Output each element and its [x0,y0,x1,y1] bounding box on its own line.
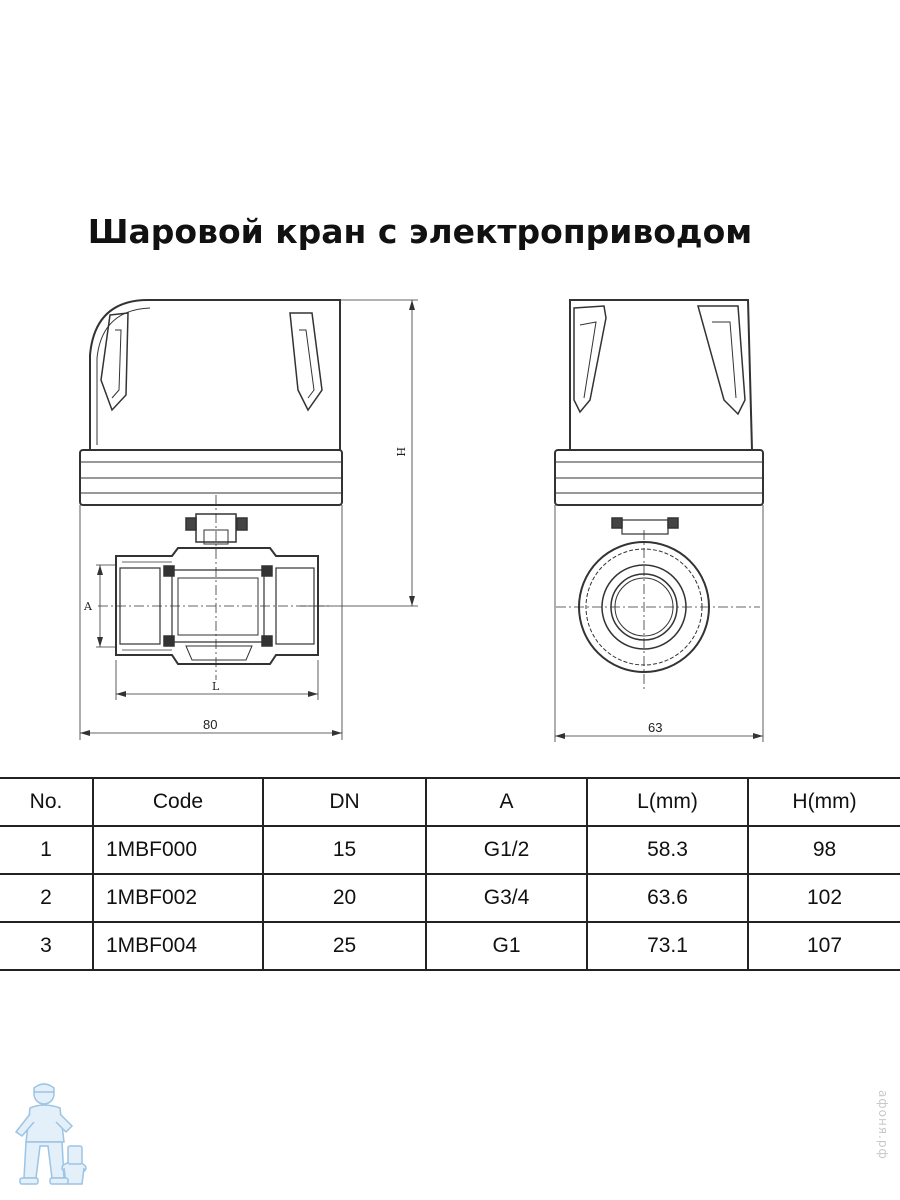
front-view-actuator-base [79,449,343,506]
cell-h: 102 [747,873,900,923]
cell-a: G3/4 [425,873,588,923]
cell-dn: 25 [262,921,427,971]
cell-a: G1/2 [425,825,588,875]
side-view-actuator-cover [569,299,754,451]
cell-no: 1 [0,825,94,875]
cell-h: 98 [747,825,900,875]
dimension-label-front-width: 80 [203,717,217,732]
watermark-site-text: афоня.рф [876,1090,890,1160]
dimension-lines-front [79,299,418,740]
front-view-center-line [98,495,332,680]
cell-dn: 15 [262,825,427,875]
side-view-actuator-base [554,449,764,506]
cell-l: 73.1 [586,921,749,971]
cell-a: G1 [425,921,588,971]
cell-code: 1MBF000 [92,825,264,875]
cell-h: 107 [747,921,900,971]
column-header-h: H(mm) [747,777,900,827]
cell-dn: 20 [262,873,427,923]
table-header-row: No. Code DN A L(mm) H(mm) [0,777,900,827]
column-header-a: A [425,777,588,827]
front-view-valve-body [115,547,319,665]
dimension-label-h: H [394,447,407,457]
cell-no: 3 [0,921,94,971]
dimension-label-l: L [212,680,220,693]
spec-table: No. Code DN A L(mm) H(mm) 1 1MBF000 15 G… [0,777,900,971]
table-row: 2 1MBF002 20 G3/4 63.6 102 [0,873,900,923]
table-row: 3 1MBF004 25 G1 73.1 107 [0,921,900,971]
dimension-arrows [80,300,763,739]
column-header-no: No. [0,777,94,827]
front-view-actuator-cover [89,299,341,451]
cell-no: 2 [0,873,94,923]
side-view-center-line [556,530,760,690]
cell-code: 1MBF002 [92,873,264,923]
column-header-dn: DN [262,777,427,827]
page-title: Шаровой кран с электроприводом [87,212,753,251]
column-header-l: L(mm) [586,777,749,827]
side-view-stem [611,517,679,535]
cell-code: 1MBF004 [92,921,264,971]
cell-l: 58.3 [586,825,749,875]
column-header-code: Code [92,777,264,827]
plumber-mascot-icon [14,1083,87,1185]
cell-l: 63.6 [586,873,749,923]
table-row: 1 1MBF000 15 G1/2 58.3 98 [0,825,900,875]
dimension-label-side-width: 63 [648,720,662,735]
technical-drawing: H A L 80 63 [79,299,764,742]
dimension-lines-side [554,505,764,742]
front-view-stem [185,513,248,545]
dimension-label-a: A [83,600,93,613]
